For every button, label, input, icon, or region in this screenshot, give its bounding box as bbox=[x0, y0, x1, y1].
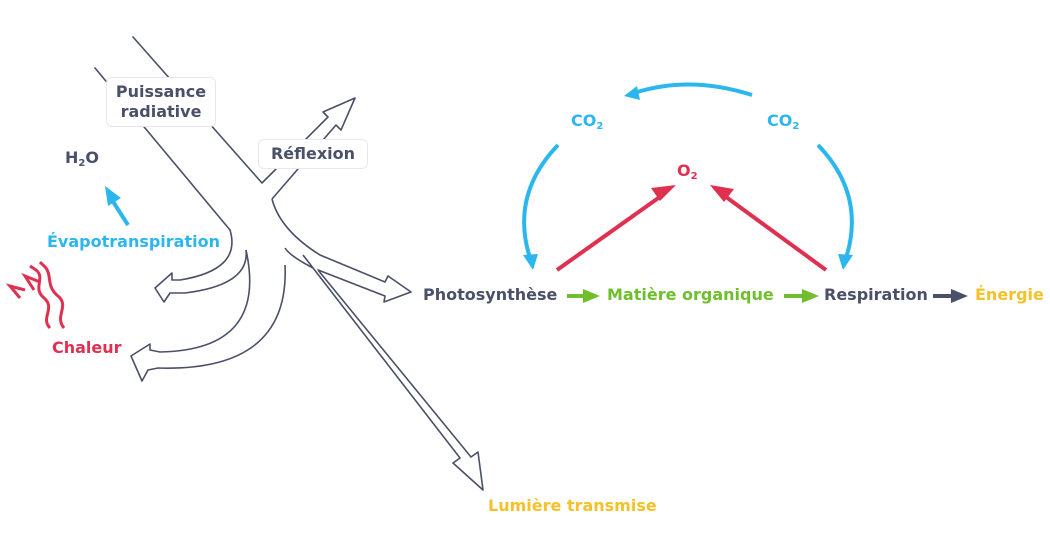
lumiere-transmise-label: Lumière transmise bbox=[488, 496, 657, 515]
o2-sub: 2 bbox=[690, 171, 698, 182]
evapotranspiration-label: Évapotranspiration bbox=[47, 232, 220, 251]
puissance-radiative-box: Puissance radiative bbox=[106, 77, 216, 127]
o2-main: O bbox=[677, 161, 691, 180]
chaleur-wave-1 bbox=[29, 264, 52, 330]
respiration-to-co2-arrowhead bbox=[838, 254, 853, 270]
chaleur-arrowhead-1 bbox=[5, 283, 26, 299]
photosynthese-to-o2-arrow bbox=[555, 192, 666, 272]
h2o-label: H2O bbox=[65, 148, 99, 174]
h2o-sub: 2 bbox=[78, 158, 86, 169]
photo-to-matiere-arrowhead bbox=[583, 289, 600, 303]
co2-left-sub: 2 bbox=[596, 121, 604, 132]
photosynthese-label: Photosynthèse bbox=[423, 285, 558, 304]
reflexion-box: Réflexion bbox=[258, 139, 368, 169]
incoming-radiation-beam bbox=[94, 36, 263, 231]
co2-to-photosynthese-arrow bbox=[522, 143, 560, 259]
co2-left-label: CO2 bbox=[571, 111, 603, 137]
o2-to-respiration-arrow bbox=[720, 192, 828, 272]
co2-right-label: CO2 bbox=[767, 111, 799, 137]
chaleur-arrowhead-2 bbox=[21, 272, 41, 291]
puissance-line1: Puissance bbox=[115, 82, 207, 101]
h2o-o: O bbox=[85, 148, 99, 167]
evapotranspiration-arrowhead bbox=[105, 186, 121, 206]
reflexion-label: Réflexion bbox=[270, 144, 356, 163]
o2-label: O2 bbox=[677, 161, 698, 187]
lumiere-transmise-arrow bbox=[302, 254, 484, 491]
energie-label: Énergie bbox=[975, 285, 1044, 304]
o2-to-respiration-arrowhead bbox=[710, 185, 734, 202]
chaleur-label: Chaleur bbox=[52, 338, 122, 357]
evapotranspiration-flow-arrow bbox=[154, 229, 247, 303]
respiration-label: Respiration bbox=[824, 285, 928, 304]
photosynthese-to-o2-arrowhead bbox=[651, 185, 676, 201]
co2-right-main: CO bbox=[767, 111, 793, 130]
co2-left-main: CO bbox=[571, 111, 597, 130]
h2o-h: H bbox=[65, 148, 79, 167]
co2-to-photosynthese-arrowhead bbox=[523, 254, 538, 270]
matiere-organique-label: Matière organique bbox=[607, 285, 774, 304]
photosynthesis-input-arrow bbox=[271, 198, 412, 303]
chaleur-wave-2 bbox=[38, 260, 66, 329]
co2-top-arc-arrowhead bbox=[624, 86, 640, 100]
co2-top-arc-arrow bbox=[633, 82, 753, 97]
puissance-line2: radiative bbox=[120, 102, 202, 121]
respiration-to-co2-arrow bbox=[816, 143, 854, 259]
evapotranspiration-arrow bbox=[110, 198, 130, 227]
co2-right-sub: 2 bbox=[792, 121, 800, 132]
respiration-to-energie-arrowhead bbox=[951, 289, 968, 303]
matiere-to-respiration-arrowhead bbox=[802, 289, 819, 303]
heat-flow-arrow bbox=[130, 249, 286, 382]
